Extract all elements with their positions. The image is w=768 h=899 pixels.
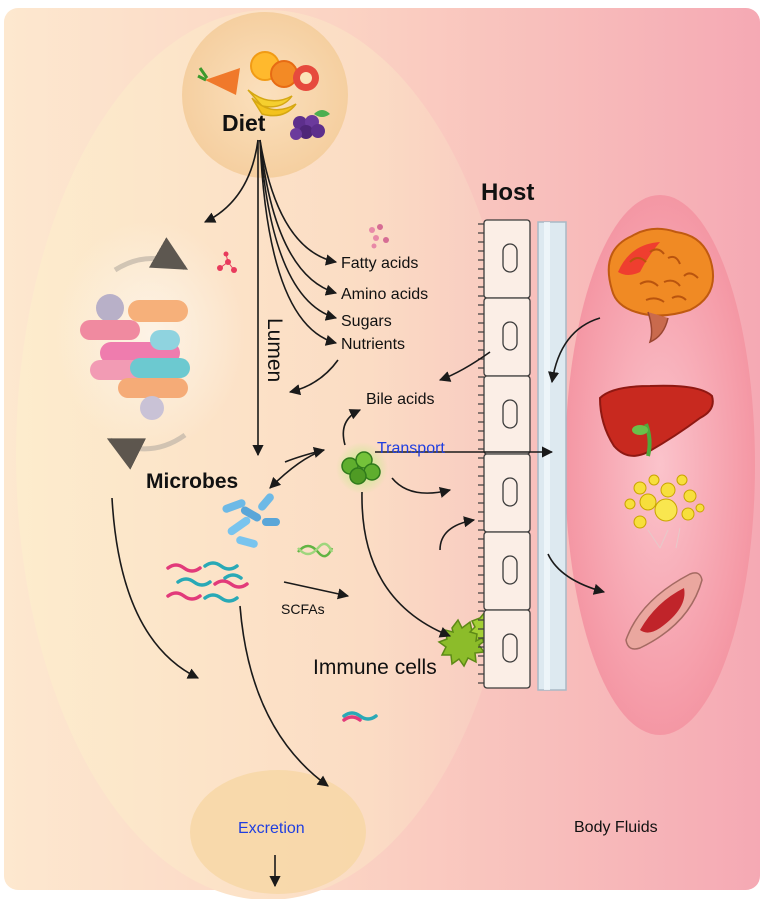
label-bile-acids: Bile acids xyxy=(366,391,434,408)
organ-panel xyxy=(565,195,755,735)
metabolite-cluster-icon xyxy=(336,442,388,494)
excretion-circle xyxy=(190,770,366,894)
fruit-vegetable-icon xyxy=(197,51,319,117)
label-body-fluids: Body Fluids xyxy=(574,819,658,836)
label-nutrients: Nutrients xyxy=(341,336,405,353)
microbe-strands-icon xyxy=(166,561,378,722)
label-immune-cells: Immune cells xyxy=(313,656,437,679)
brain-icon xyxy=(607,227,714,344)
label-transport: Transport xyxy=(377,440,445,457)
label-fatty-acids: Fatty acids xyxy=(341,255,418,272)
grapes-icon xyxy=(290,110,330,140)
label-microbes: Microbes xyxy=(146,470,238,493)
dna-icon xyxy=(297,542,334,558)
microbe-community-icon xyxy=(80,237,190,470)
label-excretion: Excretion xyxy=(238,820,305,837)
label-amino-acids: Amino acids xyxy=(341,286,428,303)
label-host: Host xyxy=(481,179,534,206)
liver-icon xyxy=(598,384,714,457)
label-diet: Diet xyxy=(222,110,266,136)
label-scfas: SCFAs xyxy=(281,601,325,617)
label-sugars: Sugars xyxy=(341,313,392,330)
bacteria-icon xyxy=(222,493,280,548)
fatty-acid-granules-icon xyxy=(369,224,389,249)
muscle-icon xyxy=(625,572,703,650)
molecule-icon xyxy=(217,251,237,273)
adipose-icon xyxy=(624,474,705,549)
arrows xyxy=(111,139,606,888)
gut-epithelium-icon xyxy=(478,219,567,691)
label-lumen: Lumen xyxy=(263,318,286,382)
diet-circle xyxy=(182,12,348,178)
